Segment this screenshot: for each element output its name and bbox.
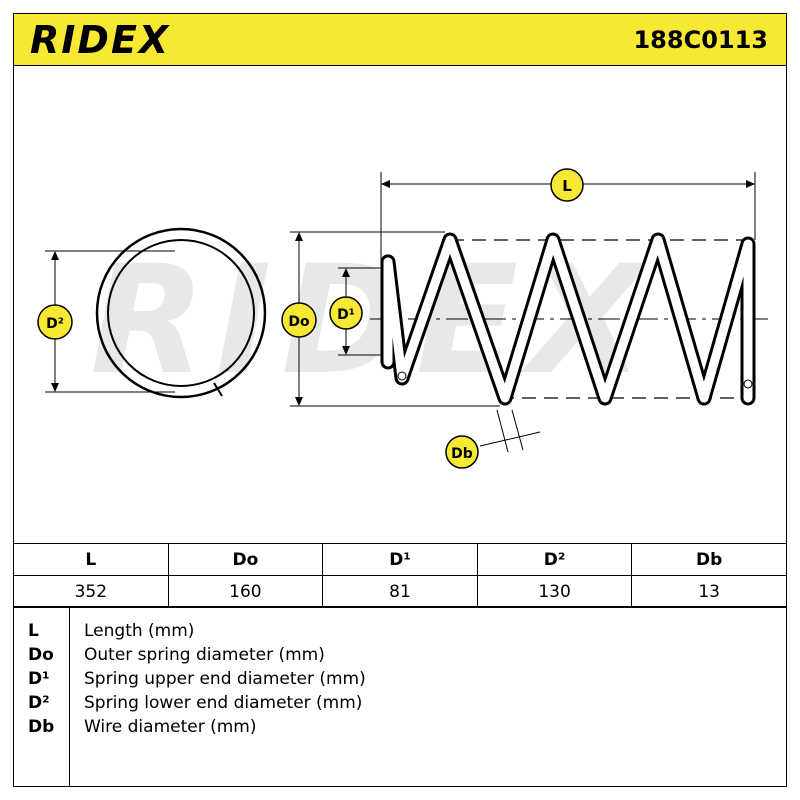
- db-ext-1: [496, 409, 509, 453]
- end-ring-inner: [107, 239, 255, 387]
- legend-desc: Spring lower end diameter (mm): [84, 693, 363, 713]
- end-ring-outer: [95, 227, 267, 399]
- header-cell-l: L: [13, 543, 169, 576]
- spring-coils: [380, 232, 756, 406]
- value-cell-d2: 130: [476, 575, 633, 608]
- legend-key: D²: [28, 693, 50, 713]
- legend-key: Do: [28, 645, 54, 665]
- legend-desc: Wire diameter (mm): [84, 717, 257, 737]
- db-dim-line: [479, 431, 541, 447]
- badge-l-text: L: [562, 177, 572, 195]
- badge-d2-text: D²: [46, 316, 64, 332]
- header-cell-d2: D²: [476, 543, 633, 576]
- legend-key: Db: [28, 717, 55, 737]
- header-cell-do: Do: [167, 543, 324, 576]
- d2-arrow-bottom: [51, 383, 59, 392]
- spec-table-value-row: 352 160 81 130 13: [13, 575, 787, 608]
- legend-item: Do Outer spring diameter (mm): [14, 643, 788, 667]
- badge-do-text: Do: [288, 314, 310, 330]
- coil-end-marker-left: [397, 371, 407, 381]
- header-bar: RIDEX 188C0113: [13, 13, 787, 66]
- d1-arrow-bottom: [342, 346, 350, 355]
- badge-d2: D²: [37, 304, 73, 340]
- value-cell-do: 160: [167, 575, 324, 608]
- l-arrow-left: [381, 180, 390, 188]
- badge-db: Db: [445, 435, 479, 469]
- ring-gap: [213, 382, 223, 397]
- d1-arrow-top: [342, 268, 350, 277]
- coil-end-marker-right: [743, 379, 753, 389]
- legend-panel: L Length (mm) Do Outer spring diameter (…: [13, 606, 787, 787]
- value-cell-db: 13: [631, 575, 787, 608]
- spec-table: L Do D¹ D² Db 352 160 81 130 13: [13, 543, 787, 608]
- legend-item: D² Spring lower end diameter (mm): [14, 691, 788, 715]
- badge-d1: D¹: [329, 296, 363, 330]
- value-cell-d1: 81: [322, 575, 478, 608]
- header-cell-db: Db: [631, 543, 787, 576]
- db-ext-2: [511, 409, 524, 451]
- l-arrow-right: [746, 180, 755, 188]
- badge-db-text: Db: [451, 446, 473, 462]
- spec-table-header-row: L Do D¹ D² Db: [13, 543, 787, 576]
- do-arrow-bottom: [295, 397, 303, 406]
- part-number: 188C0113: [633, 26, 768, 54]
- d2-arrow-top: [51, 251, 59, 260]
- header-cell-d1: D¹: [322, 543, 478, 576]
- do-arrow-top: [295, 232, 303, 241]
- brand-logo: RIDEX: [30, 18, 171, 62]
- badge-do: Do: [281, 302, 317, 338]
- legend-desc: Spring upper end diameter (mm): [84, 669, 366, 689]
- badge-d1-text: D¹: [337, 307, 355, 323]
- spring-diagram: RIDEX L D²: [37, 168, 768, 469]
- watermark: RIDEX: [90, 234, 654, 408]
- legend-desc: Outer spring diameter (mm): [84, 645, 325, 665]
- value-cell-l: 352: [13, 575, 169, 608]
- legend-key: D¹: [28, 669, 50, 689]
- legend-item: L Length (mm): [14, 619, 788, 643]
- legend-item: Db Wire diameter (mm): [14, 715, 788, 739]
- legend-divider: [69, 607, 70, 786]
- badge-l: L: [550, 168, 584, 202]
- legend-key: L: [28, 621, 39, 641]
- legend-desc: Length (mm): [84, 621, 195, 641]
- legend-item: D¹ Spring upper end diameter (mm): [14, 667, 788, 691]
